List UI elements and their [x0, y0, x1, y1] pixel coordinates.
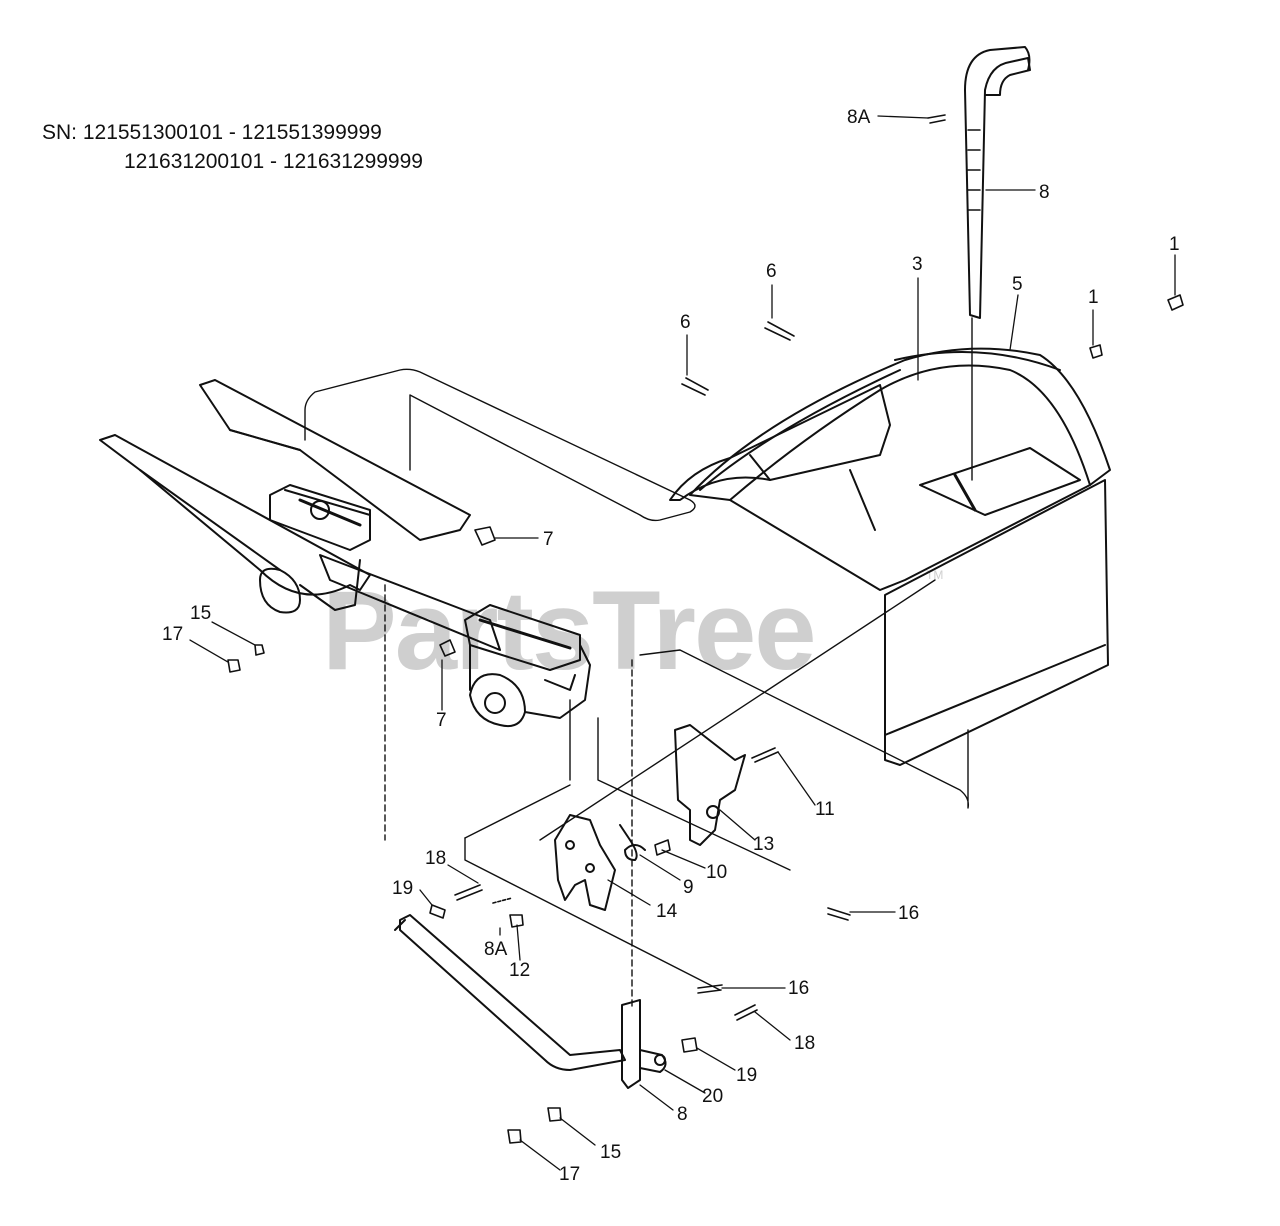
callout-3: 3: [912, 254, 923, 275]
lift-rod: [394, 914, 667, 1089]
callout-15-upper: 15: [190, 603, 211, 624]
callout-6-upper: 6: [766, 261, 777, 282]
bracket-13: [674, 724, 746, 846]
serial-number-line-1: SN: 121551300101 - 121551399999: [42, 121, 382, 144]
depth-bar: [964, 46, 1031, 481]
callout-18-upper: 18: [425, 848, 446, 869]
spring-9: [619, 824, 646, 861]
right-drag-bar: [199, 379, 471, 541]
callout-13: 13: [753, 834, 774, 855]
callout-7-lower: 7: [436, 710, 447, 731]
callout-8a-top: 8A: [847, 107, 871, 128]
callout-18-lower: 18: [794, 1033, 815, 1054]
serial-number-line-2: 121631200101 - 121631299999: [124, 150, 423, 173]
left-drag-bar: [99, 434, 371, 596]
callout-1-left: 1: [1088, 287, 1099, 308]
shield-flap: [884, 479, 1109, 766]
callout-8a-lower: 8A: [484, 939, 508, 960]
callout-19-upper: 19: [392, 878, 413, 899]
transmission-tube: [259, 484, 501, 651]
phantom-lines: [304, 368, 970, 1011]
callout-6-lower: 6: [680, 312, 691, 333]
callout-19-lower: 19: [736, 1065, 757, 1086]
tine-shield: [689, 347, 1111, 591]
callout-16-upper: 16: [898, 903, 919, 924]
callout-12: 12: [509, 960, 530, 981]
callout-1-right: 1: [1169, 234, 1180, 255]
callout-16-lower: 16: [788, 978, 809, 999]
callout-15-lower: 15: [600, 1142, 621, 1163]
callout-17-upper: 17: [162, 624, 183, 645]
callout-8-lower: 8: [677, 1104, 688, 1125]
right-housing: [464, 604, 591, 728]
callout-5: 5: [1012, 274, 1023, 295]
callout-8-top: 8: [1039, 182, 1050, 203]
callout-17-lower: 17: [559, 1164, 580, 1185]
callout-9: 9: [683, 877, 694, 898]
callout-10: 10: [706, 862, 727, 883]
callout-14: 14: [656, 901, 678, 922]
callout-labels: 8A 8 6 3 5 1 1 6 7 15 17 7 11 13 10 9 14…: [162, 107, 1180, 1185]
hood-bracket: [669, 384, 891, 501]
leader-lines: [189, 115, 1176, 1171]
fasteners: [227, 114, 1184, 1144]
bracket-14: [554, 814, 616, 911]
callout-20: 20: [702, 1086, 723, 1107]
callout-7-upper: 7: [543, 529, 554, 550]
callout-11: 11: [815, 799, 835, 820]
